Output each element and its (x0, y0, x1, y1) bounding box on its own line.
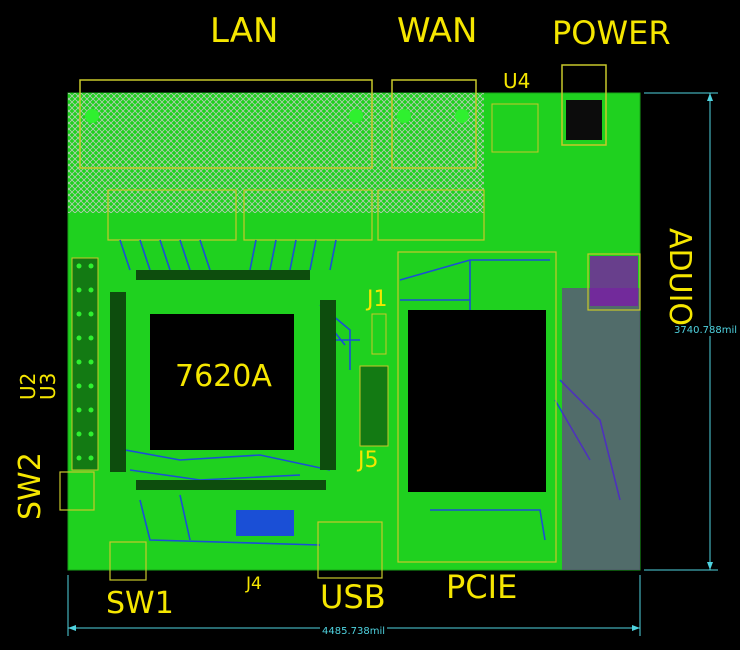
lan-magnetics-2 (243, 189, 373, 241)
sw2-label: SW2 (13, 452, 48, 520)
u4-footprint (491, 103, 539, 153)
j1-header (371, 313, 387, 355)
wan-label: WAN (397, 11, 478, 51)
sw2-switch (59, 471, 95, 511)
u2-label: U2 (16, 372, 40, 400)
soc-7620a (150, 314, 294, 450)
j5-label: J5 (358, 448, 379, 473)
lan-magnetics-1 (107, 189, 237, 241)
lan-label: LAN (210, 11, 279, 51)
pcie-label: PCIE (446, 568, 518, 606)
u3-label: U3 (36, 372, 60, 400)
j1-label: J1 (367, 287, 388, 312)
lan-connector (79, 79, 373, 169)
pcie-module (408, 310, 546, 492)
wan-magnetics (377, 189, 485, 241)
wan-connector (391, 79, 477, 169)
j4-label: J4 (246, 574, 262, 594)
j5-header (359, 365, 389, 447)
j4-header (236, 510, 294, 536)
power-connector (561, 64, 607, 146)
audio-region (562, 288, 640, 570)
usb-connector (317, 521, 383, 579)
sw1-label: SW1 (106, 586, 174, 621)
power-label: POWER (552, 14, 671, 52)
height-dimension-text: 3740.788mil (673, 325, 739, 336)
soc-label: 7620A (175, 359, 272, 394)
pcie-outline (397, 251, 557, 563)
audio-connector (587, 253, 641, 311)
width-dimension-text: 4485.738mil (320, 626, 388, 637)
audio-label: ADUIO (662, 228, 697, 327)
sw1-switch (109, 541, 147, 581)
u4-label: U4 (503, 69, 531, 93)
usb-label: USB (320, 578, 386, 616)
u2-u3-header (71, 257, 99, 471)
